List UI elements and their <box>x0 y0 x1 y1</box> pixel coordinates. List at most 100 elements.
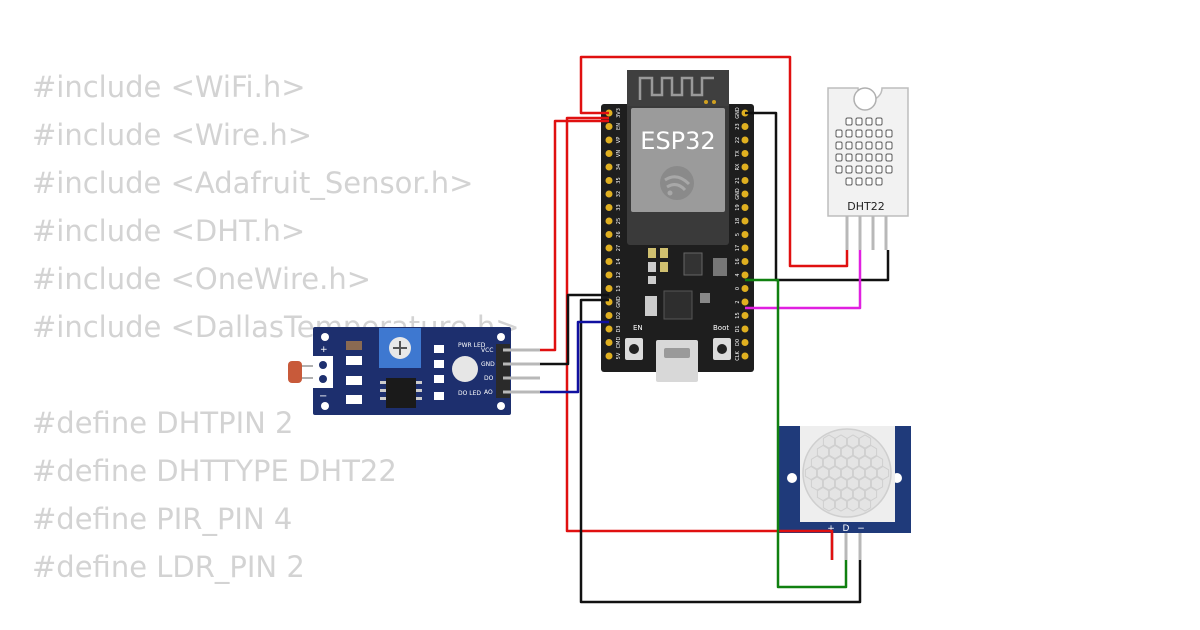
esp32-pin-right[interactable] <box>741 285 749 292</box>
esp32-pin-label: TX <box>735 150 741 158</box>
esp32-pin-left[interactable] <box>605 271 613 279</box>
esp32-pin-left[interactable] <box>605 177 613 184</box>
code-line: #define PIR_PIN 4 <box>32 502 293 536</box>
esp32-pin-left[interactable] <box>605 217 613 225</box>
esp32-pin-left[interactable] <box>605 163 613 171</box>
ldr-module[interactable]: + − PWR LED D <box>288 327 540 415</box>
esp32-pin-right[interactable] <box>741 150 749 157</box>
lens-cell <box>846 476 860 491</box>
esp32-pin-label: 12 <box>616 272 622 278</box>
vent-slot <box>855 177 863 186</box>
esp32-pin-headers[interactable]: 3V3ENVPVN34353233252627141213GNDD2D3CMD5… <box>605 107 749 361</box>
esp32-pin-right[interactable] <box>741 312 749 319</box>
vent-slot <box>865 117 873 126</box>
lens-cell <box>828 486 842 502</box>
esp32-pin-label: CLK <box>735 351 741 361</box>
esp32-pin-left[interactable] <box>605 339 613 346</box>
esp32-pin-right[interactable] <box>741 163 749 171</box>
lens-cell <box>846 434 860 449</box>
vent-slot <box>875 129 883 138</box>
antenna-icon <box>638 76 714 100</box>
pir-fresnel-lens <box>804 434 890 512</box>
esp32-pin-right[interactable] <box>741 352 749 360</box>
esp32-pin-left[interactable] <box>605 244 613 252</box>
boot-button[interactable] <box>713 338 731 360</box>
usb-port-icon <box>656 340 698 382</box>
lens-cell <box>858 455 872 470</box>
esp32-pin-label: 35 <box>616 177 622 183</box>
vent-slot <box>885 129 893 138</box>
esp32-pin-left[interactable] <box>605 312 613 319</box>
wire-pir-data[interactable] <box>745 278 848 589</box>
esp32-pin-right[interactable] <box>741 177 749 184</box>
esp32-pin-label: 16 <box>735 258 741 264</box>
esp32-board[interactable]: ESP32 EN Boot <box>601 70 754 382</box>
dht22-sensor[interactable]: DHT22 <box>827 87 909 250</box>
vent-slot <box>875 117 883 126</box>
wire-dht-data[interactable] <box>745 250 862 310</box>
esp32-pin-left[interactable] <box>605 231 613 238</box>
esp32-pin-label: 3V3 <box>616 108 622 118</box>
vent-slot <box>875 141 883 150</box>
pir-sensor[interactable]: + D − <box>779 426 911 560</box>
wire-power-ldr[interactable] <box>540 119 609 352</box>
esp32-pin-right[interactable] <box>741 204 749 211</box>
esp32-pin-label: 18 <box>735 218 741 224</box>
dht22-label: DHT22 <box>847 200 884 213</box>
vent-slot <box>845 177 853 186</box>
ldr-pin-ao: AO <box>484 389 493 396</box>
en-button[interactable] <box>625 338 643 360</box>
esp32-pin-label: GND <box>735 107 741 119</box>
esp32-pin-right[interactable] <box>741 271 749 279</box>
lens-cell <box>804 465 818 481</box>
potentiometer-icon[interactable] <box>379 328 421 368</box>
esp32-pin-right[interactable] <box>741 258 749 265</box>
esp32-pin-right[interactable] <box>741 123 749 130</box>
lens-cell <box>834 497 848 512</box>
wire-ldr-ao[interactable] <box>540 320 609 394</box>
esp32-pin-left[interactable] <box>605 150 613 157</box>
vent-slot <box>845 153 853 162</box>
esp32-pin-left[interactable] <box>605 325 613 333</box>
esp32-pin-right[interactable] <box>741 136 749 144</box>
lens-cell <box>858 497 872 512</box>
esp32-pin-label: 27 <box>616 245 622 251</box>
esp32-pin-left[interactable] <box>605 123 613 130</box>
esp32-pin-label: GND <box>616 296 622 308</box>
esp32-pin-right[interactable] <box>741 325 749 333</box>
vent-slot <box>855 165 863 174</box>
esp32-pin-right[interactable] <box>741 190 749 198</box>
wire-ground-ldr[interactable] <box>540 293 609 366</box>
esp32-pin-right[interactable] <box>741 231 749 238</box>
lens-cell <box>828 465 842 481</box>
dht22-vent-grid <box>835 117 893 186</box>
esp32-pin-left[interactable] <box>605 136 613 144</box>
esp32-pin-left[interactable] <box>605 204 613 211</box>
lens-cell <box>846 497 860 512</box>
esp32-pin-label: GND <box>735 188 741 200</box>
esp32-pin-label: D1 <box>735 325 741 332</box>
lens-cell <box>858 476 872 491</box>
esp32-pin-right[interactable] <box>741 298 749 306</box>
esp32-pin-label: 26 <box>616 231 622 237</box>
wire-ground-pir[interactable] <box>579 298 862 604</box>
pir-pin-plus: + <box>827 524 835 534</box>
lens-cell <box>852 465 866 481</box>
esp32-pin-right[interactable] <box>741 339 749 346</box>
esp32-pin-label: D2 <box>616 312 622 319</box>
esp32-pin-left[interactable] <box>605 352 613 360</box>
code-line: #include <DHT.h> <box>32 214 306 248</box>
lens-cell <box>834 476 848 491</box>
esp32-pin-label: CMD <box>616 337 622 349</box>
esp32-pin-right[interactable] <box>741 244 749 252</box>
esp32-pin-left[interactable] <box>605 285 613 292</box>
esp32-pin-label: 2 <box>735 300 741 303</box>
pwr-led-label: PWR LED <box>458 342 486 349</box>
esp32-pin-label: 4 <box>735 273 741 276</box>
wire-power-dht[interactable] <box>579 55 849 268</box>
esp32-pin-left[interactable] <box>605 190 613 198</box>
esp32-pin-left[interactable] <box>605 258 613 265</box>
do-led-label: DO LED <box>458 390 481 397</box>
wire-power-pir[interactable] <box>565 116 834 560</box>
esp32-pin-right[interactable] <box>741 217 749 225</box>
